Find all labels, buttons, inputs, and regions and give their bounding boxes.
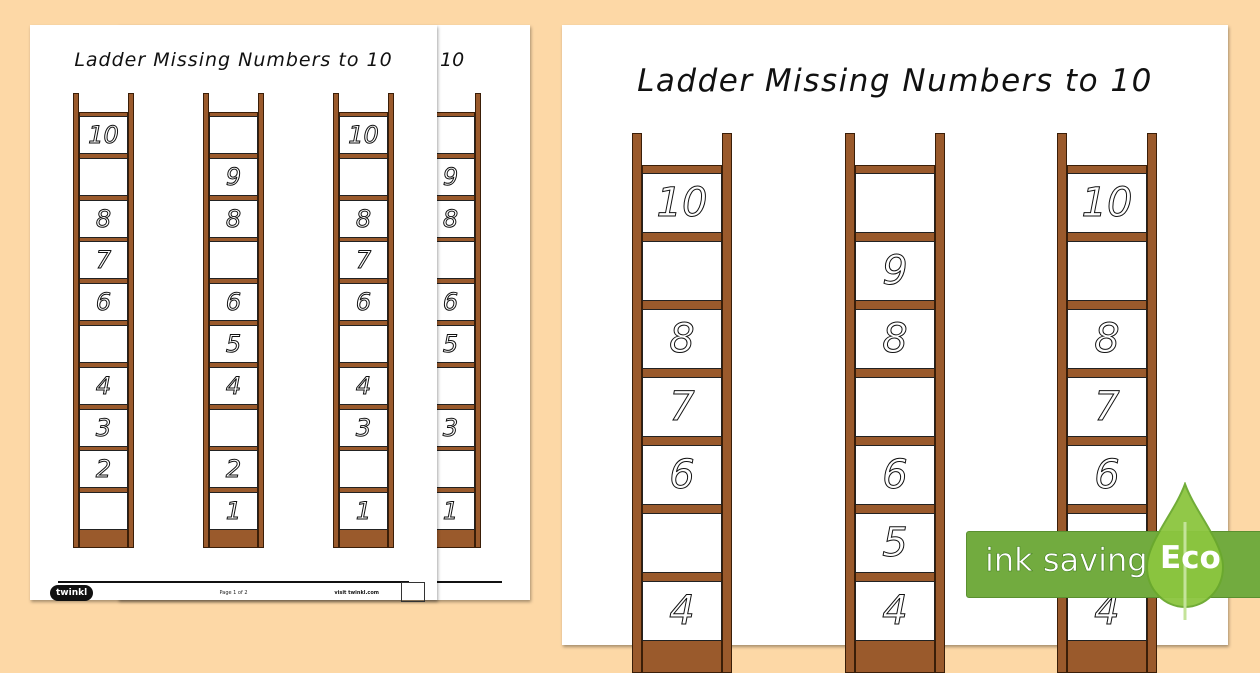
ladder-rail-right — [475, 93, 481, 548]
number-box: 10 — [339, 116, 388, 154]
leaf-icon — [1145, 482, 1225, 620]
number-box: 1 — [339, 492, 388, 531]
number-box: 3 — [79, 408, 128, 447]
number-box — [855, 377, 935, 437]
number-box — [339, 325, 388, 363]
footer-visit: visit twinkl.com — [334, 590, 379, 596]
number-box: 9 — [209, 157, 258, 196]
number-box: 8 — [339, 199, 388, 238]
ladder-rail-left — [203, 93, 209, 548]
number-box: 4 — [209, 366, 258, 405]
number-box: 8 — [79, 199, 128, 238]
number-box: 4 — [339, 366, 388, 405]
ladder-rail-right — [128, 93, 134, 548]
number-box — [209, 408, 258, 447]
number-box: 1 — [209, 492, 258, 531]
ink-saving-text: ink saving — [985, 541, 1148, 580]
page-title: Ladder Missing Numbers to 10 — [74, 49, 393, 71]
ladder-rail-right — [258, 93, 264, 548]
number-box: 7 — [1067, 377, 1147, 437]
ladder-rail-right — [722, 133, 732, 673]
number-box: 5 — [209, 325, 258, 363]
number-box: 7 — [642, 377, 722, 437]
eco-label: Eco — [1160, 540, 1221, 576]
number-box — [1067, 241, 1147, 301]
number-box: 6 — [855, 445, 935, 505]
number-box: 10 — [642, 173, 722, 233]
ladder-rail-left — [632, 133, 642, 673]
number-box — [642, 513, 722, 573]
number-box — [209, 241, 258, 280]
number-box: 2 — [79, 450, 128, 489]
number-box: 9 — [855, 241, 935, 301]
number-box: 2 — [209, 450, 258, 489]
ladder-rail-left — [845, 133, 855, 673]
number-box — [642, 241, 722, 301]
number-box: 5 — [855, 513, 935, 573]
page-title: Ladder Missing Numbers to 10 — [637, 63, 1153, 99]
number-box: 3 — [339, 408, 388, 447]
number-box: 7 — [79, 241, 128, 280]
ladder-rail-right — [388, 93, 394, 548]
number-box — [79, 157, 128, 196]
footer-divider — [58, 581, 409, 583]
number-box: 6 — [209, 283, 258, 322]
page-title-fragment: 10 — [440, 49, 465, 71]
worksheet-page-1: Ladder Missing Numbers to 10 twinkl Page… — [30, 25, 437, 602]
number-box: 10 — [1067, 173, 1147, 233]
twinkl-logo: twinkl — [50, 585, 94, 601]
number-box — [79, 492, 128, 531]
number-box: 4 — [855, 581, 935, 641]
number-box: 8 — [855, 309, 935, 369]
number-box — [79, 325, 128, 363]
number-box: 6 — [642, 445, 722, 505]
number-box — [339, 450, 388, 489]
number-box: 10 — [79, 116, 128, 154]
worksheet-preview-large: Ladder Missing Numbers to 10 10 8 7 6 4 9 8 6 5 4… — [562, 25, 1228, 673]
ladder-rail-left — [73, 93, 79, 548]
number-box: 8 — [1067, 309, 1147, 369]
number-box: 8 — [209, 199, 258, 238]
ladder-rail-right — [935, 133, 945, 673]
quality-badge-icon — [401, 582, 425, 602]
number-box: 4 — [79, 366, 128, 405]
number-box: 6 — [1067, 445, 1147, 505]
number-box: 6 — [339, 283, 388, 322]
ladder: 10 8 7 6 4 — [632, 133, 732, 673]
number-box: 8 — [642, 309, 722, 369]
number-box — [209, 116, 258, 154]
number-box — [339, 157, 388, 196]
number-box: 7 — [339, 241, 388, 280]
number-box: 6 — [79, 283, 128, 322]
number-box: 4 — [642, 581, 722, 641]
page-number: Page 1 of 2 — [219, 590, 248, 596]
number-box — [855, 173, 935, 233]
ladder-rail-left — [333, 93, 339, 548]
ladder: 9 8 6 5 4 — [845, 133, 945, 673]
